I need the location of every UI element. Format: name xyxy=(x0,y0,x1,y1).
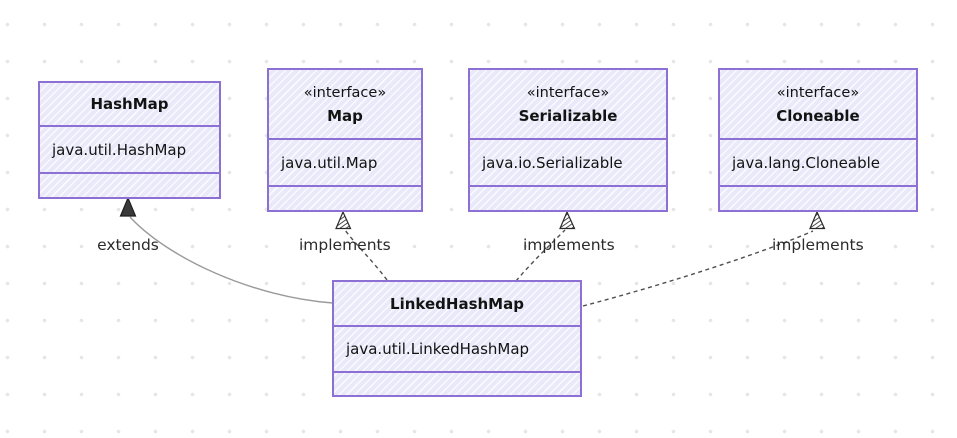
class-package: java.util.Map xyxy=(281,153,378,172)
class-attrs-compartment: java.util.Map xyxy=(269,140,421,187)
extends-edge-line xyxy=(129,216,334,304)
class-box-map: «interface» Map java.util.Map xyxy=(267,68,423,212)
edge-label-implements-cloneable: implements xyxy=(772,236,864,254)
class-package: java.lang.Cloneable xyxy=(732,153,881,172)
class-attrs-compartment: java.io.Serializable xyxy=(470,140,666,187)
class-name: Cloneable xyxy=(776,106,860,125)
implements-map-arrow-icon xyxy=(335,210,352,230)
class-box-cloneable: «interface» Cloneable java.lang.Cloneabl… xyxy=(718,68,918,212)
implements-serializable-arrow-icon xyxy=(559,210,576,230)
stereotype-label: «interface» xyxy=(776,84,860,101)
class-package: java.util.HashMap xyxy=(52,140,187,159)
stereotype-label: «interface» xyxy=(526,84,610,101)
class-box-serializable: «interface» Serializable java.io.Seriali… xyxy=(468,68,668,212)
implements-cloneable-edge-line xyxy=(582,230,814,307)
class-name: HashMap xyxy=(90,95,169,113)
class-title-compartment: «interface» Map xyxy=(269,70,421,140)
extends-inheritance-arrow-icon xyxy=(119,196,137,217)
class-box-linkedhashmap: LinkedHashMap java.util.LinkedHashMap xyxy=(332,280,582,397)
edge-label-extends: extends xyxy=(97,236,159,254)
class-name: LinkedHashMap xyxy=(390,294,524,313)
class-methods-compartment xyxy=(720,187,916,210)
class-name: Serializable xyxy=(518,106,618,125)
edge-label-implements-serializable: implements xyxy=(523,236,615,254)
class-attrs-compartment: java.lang.Cloneable xyxy=(720,140,916,187)
class-box-hashmap: HashMap java.util.HashMap xyxy=(38,81,221,199)
class-title-compartment: LinkedHashMap xyxy=(334,282,580,327)
stereotype-label: «interface» xyxy=(303,84,387,101)
implements-cloneable-arrow-icon xyxy=(809,210,826,230)
class-attrs-compartment: java.util.LinkedHashMap xyxy=(334,327,580,373)
class-title-compartment: «interface» Cloneable xyxy=(720,70,916,140)
class-title-compartment: «interface» Serializable xyxy=(470,70,666,140)
class-methods-compartment xyxy=(334,373,580,395)
class-attrs-compartment: java.util.HashMap xyxy=(40,127,219,174)
class-package: java.io.Serializable xyxy=(482,153,623,172)
class-package: java.util.LinkedHashMap xyxy=(346,340,530,358)
class-methods-compartment xyxy=(40,174,219,197)
class-name: Map xyxy=(327,106,363,125)
class-methods-compartment xyxy=(269,187,421,210)
class-methods-compartment xyxy=(470,187,666,210)
edge-label-implements-map: implements xyxy=(299,236,391,254)
class-title-compartment: HashMap xyxy=(40,83,219,127)
